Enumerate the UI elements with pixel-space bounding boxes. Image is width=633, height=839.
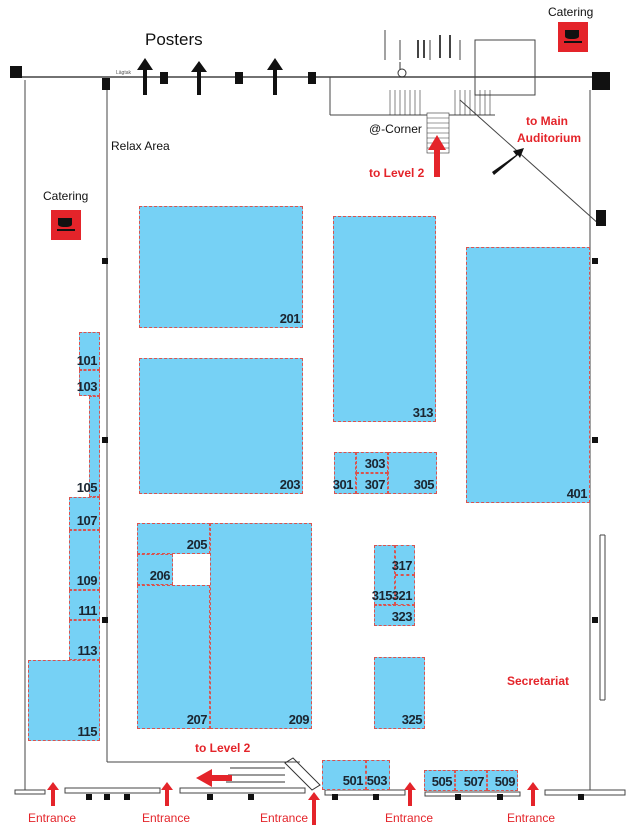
booth-number: 505: [431, 774, 453, 789]
booth-307[interactable]: 307: [356, 473, 388, 494]
booth-number: 305: [413, 477, 435, 492]
up-arrow-icon: [267, 58, 283, 95]
catering-coffee-icon-top: [558, 22, 588, 52]
booth-107[interactable]: 107: [69, 497, 100, 530]
booth-313[interactable]: 313: [333, 216, 436, 422]
booth-number: 113: [77, 643, 98, 658]
booth-number: 207: [186, 712, 208, 727]
booth-325[interactable]: 325: [374, 657, 425, 729]
catering-coffee-icon-left: [51, 210, 81, 240]
booth-206[interactable]: 206: [137, 554, 173, 585]
booth-303[interactable]: 303: [356, 452, 388, 473]
booth-321[interactable]: 321: [391, 575, 415, 605]
booth-number: 206: [149, 568, 171, 583]
booth-number: 205: [186, 537, 208, 552]
to-main-label: to Main: [526, 114, 568, 128]
restroom-icon: [417, 35, 451, 58]
entrance-label: Entrance: [142, 811, 191, 825]
booth-105[interactable]: 105: [77, 396, 100, 497]
level2-up-arrow-icon: [428, 135, 446, 177]
entrance-arrow-icon: [527, 782, 539, 806]
booth-number: 111: [78, 603, 97, 618]
booth-301[interactable]: 301: [332, 452, 356, 494]
booth-109[interactable]: 109: [69, 530, 100, 590]
booth-507[interactable]: 507: [455, 770, 487, 791]
booth-401[interactable]: 401: [466, 247, 590, 503]
booth-number: 115: [77, 724, 98, 739]
secretariat-label: Secretariat: [507, 674, 570, 688]
catering-label-left: Catering: [43, 189, 89, 203]
entrance-label: Entrance: [260, 811, 309, 825]
booth-number: 321: [391, 588, 413, 603]
booth-number: 503: [366, 773, 388, 788]
booth-number: 313: [412, 405, 434, 420]
entrance-arrow-icon: [47, 782, 59, 806]
booth-201[interactable]: 201: [139, 206, 303, 328]
up-arrow-icon: [137, 58, 153, 95]
booth-number: 401: [566, 486, 588, 501]
pillars: [10, 66, 610, 800]
entrance-arrow-icon: [404, 782, 416, 806]
booth-number: 201: [279, 311, 301, 326]
to-level-2-label-bottom: to Level 2: [195, 741, 251, 755]
to-level-2-label-top: to Level 2: [369, 166, 425, 180]
booth-number: 107: [76, 513, 98, 528]
relax-area-label: Relax Area: [111, 139, 170, 153]
entrance-arrow-icon: [308, 792, 320, 825]
booth-number: 315: [371, 588, 393, 603]
booth-501[interactable]: 501: [322, 760, 366, 790]
booth-101[interactable]: 101: [76, 332, 100, 370]
booth-203[interactable]: 203: [139, 358, 303, 494]
posters-label: Posters: [145, 30, 203, 49]
booth-103[interactable]: 103: [76, 370, 100, 396]
booth-207[interactable]: 207: [137, 585, 210, 729]
booth-111[interactable]: 111: [69, 590, 100, 620]
booth-509[interactable]: 509: [487, 770, 518, 791]
booth-number: 301: [332, 477, 354, 492]
booth-number: 203: [279, 477, 301, 492]
booth-number: 509: [494, 774, 516, 789]
up-arrow-icon: [191, 61, 207, 95]
booth-113[interactable]: 113: [69, 620, 100, 660]
booth-505[interactable]: 505: [424, 770, 455, 791]
booth-305[interactable]: 305: [388, 452, 437, 494]
booth-317[interactable]: 317: [391, 545, 415, 575]
booth-number: 507: [463, 774, 485, 789]
booth-number: 323: [391, 609, 413, 624]
booth-number: 105: [76, 480, 98, 495]
catering-label-top: Catering: [548, 5, 594, 19]
auditorium-label: Auditorium: [517, 131, 581, 145]
level2-left-arrow-icon: [196, 769, 232, 787]
entrance-label: Entrance: [507, 811, 556, 825]
booth-115[interactable]: 115: [28, 660, 100, 741]
booth-323[interactable]: 323: [374, 605, 415, 626]
booth-315[interactable]: 315: [371, 545, 395, 605]
booth-number: 103: [76, 379, 98, 394]
booth-number: 307: [364, 477, 386, 492]
at-corner-label: @-Corner: [369, 122, 422, 136]
booth-number: 317: [391, 558, 413, 573]
booth-number: 303: [364, 456, 386, 471]
booth-209[interactable]: 209: [210, 523, 312, 729]
booth-205[interactable]: 205: [137, 523, 210, 554]
escalator-icon: [226, 757, 321, 791]
booth-number: 325: [401, 712, 423, 727]
entrance-arrow-icon: [161, 782, 173, 806]
booth-number: 501: [342, 773, 364, 788]
booth-number: 101: [76, 353, 98, 368]
entrance-label: Entrance: [385, 811, 434, 825]
lagtak-label: Lägtak: [116, 70, 132, 76]
booth-number: 209: [288, 712, 310, 727]
poster-arrows: [137, 58, 524, 175]
booth-503[interactable]: 503: [366, 760, 390, 790]
wheelchair-icon: [397, 62, 407, 78]
booth-number: 109: [76, 573, 98, 588]
entrance-label: Entrance: [28, 811, 77, 825]
auditorium-arrow-icon: [492, 148, 524, 175]
red-arrows: [47, 135, 539, 825]
